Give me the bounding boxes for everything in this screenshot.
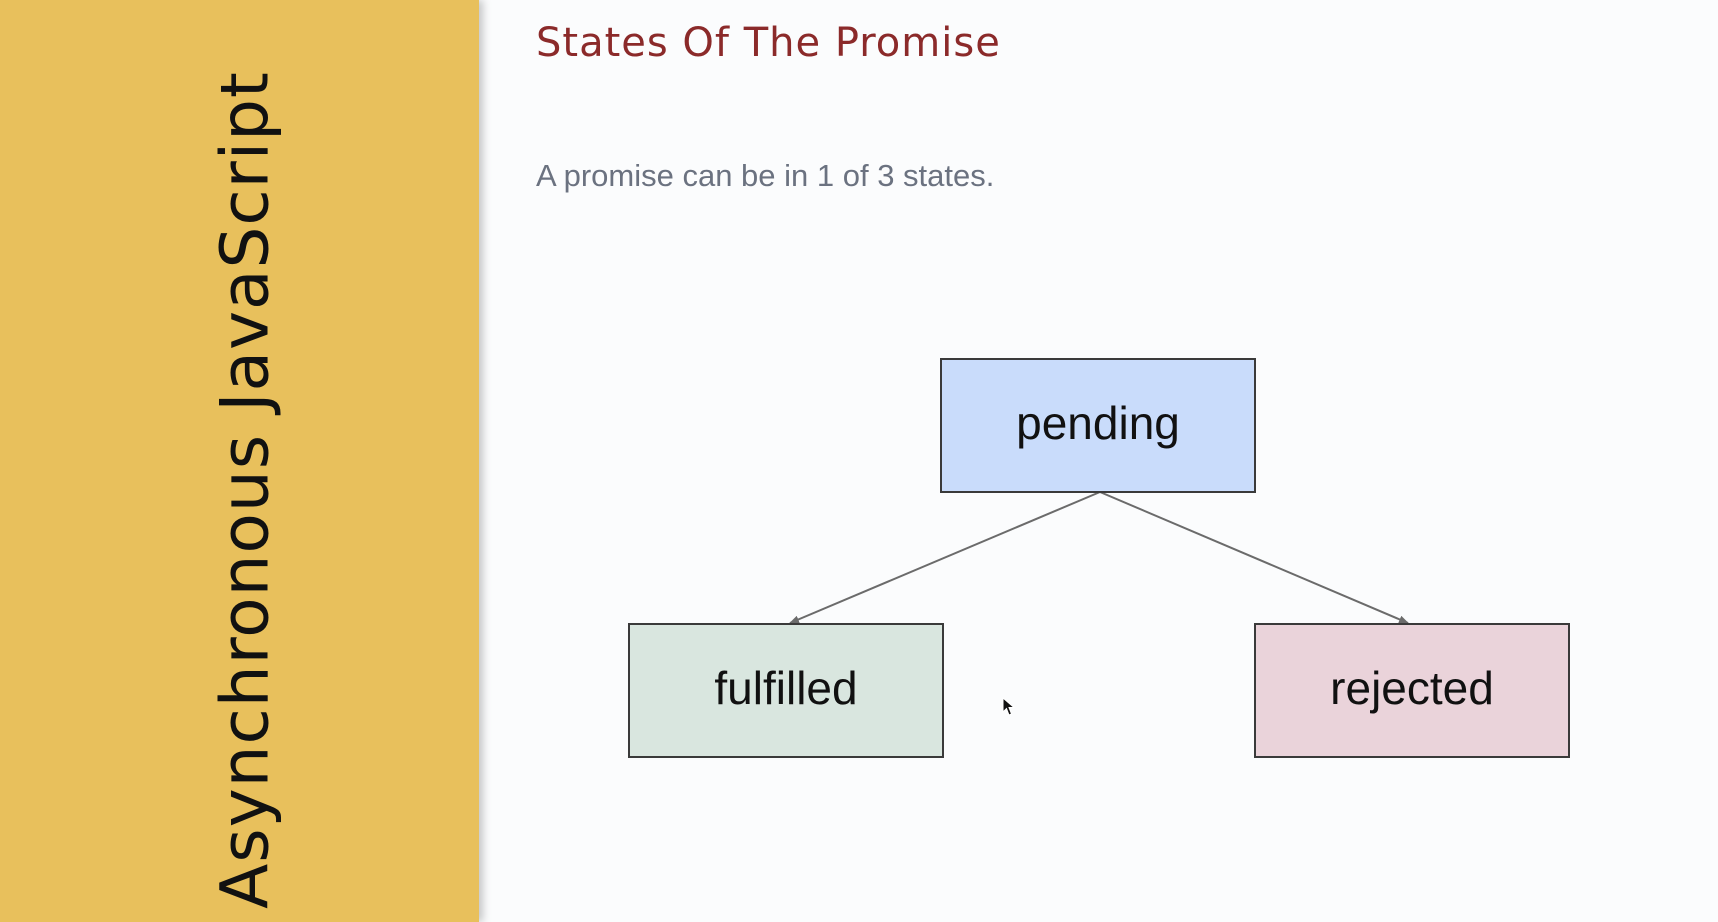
edge-pending-to-fulfilled	[789, 491, 1101, 624]
node-fulfilled-label: fulfilled	[714, 662, 857, 714]
sidebar: Asynchronous JavaScript	[0, 0, 479, 922]
edge-pending-to-rejected	[1099, 491, 1409, 624]
node-pending: pending	[940, 358, 1256, 493]
node-rejected-box	[1254, 623, 1570, 758]
slide-subtitle: A promise can be in 1 of 3 states.	[536, 158, 995, 193]
node-fulfilled: fulfilled	[628, 623, 944, 758]
node-rejected-label: rejected	[1330, 662, 1494, 714]
node-pending-box	[940, 358, 1256, 493]
slide-title: States Of The Promise	[536, 20, 1001, 66]
node-fulfilled-box	[628, 623, 944, 758]
node-pending-label: pending	[1016, 397, 1180, 449]
mouse-pointer-icon	[1002, 697, 1016, 716]
node-rejected: rejected	[1254, 623, 1570, 758]
